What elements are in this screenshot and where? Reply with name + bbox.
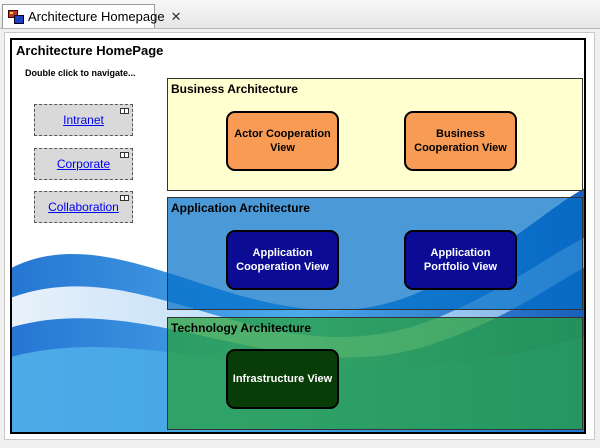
layer-title: Business Architecture (171, 82, 298, 96)
diagram-icon (8, 9, 24, 24)
link-corporate[interactable]: Corporate (34, 148, 133, 180)
link-intranet-label[interactable]: Intranet (63, 113, 104, 127)
link-collaboration-label[interactable]: Collaboration (48, 200, 119, 214)
diagram-canvas[interactable]: Architecture HomePage Double click to na… (4, 32, 595, 440)
close-icon[interactable]: ✕ (170, 8, 182, 24)
architecture-homepage-diagram: Architecture HomePage Double click to na… (10, 38, 586, 434)
link-intranet[interactable]: Intranet (34, 104, 133, 136)
node-label: Business Cooperation View (414, 128, 507, 154)
layer-title: Technology Architecture (171, 321, 312, 335)
node-label: Infrastructure View (232, 373, 333, 385)
link-corporate-label[interactable]: Corporate (56, 157, 111, 171)
business-cooperation-view-node[interactable]: Business Cooperation View (404, 111, 517, 171)
technology-architecture-layer: Technology Architecture Infrastructure V… (167, 317, 583, 430)
node-label: Actor Cooperation View (234, 128, 331, 154)
navigate-hint: Double click to navigate... (25, 68, 136, 78)
infrastructure-view-node[interactable]: Infrastructure View (226, 349, 339, 409)
link-collaboration[interactable]: Collaboration (34, 191, 133, 223)
editor-tab-bar: Architecture Homepage ✕ (0, 0, 600, 29)
business-architecture-layer: Business Architecture Actor Cooperation … (167, 78, 583, 191)
link-icon (120, 195, 129, 201)
application-portfolio-view-node[interactable]: Application Portfolio View (404, 230, 517, 290)
node-label: Application Portfolio View (423, 247, 498, 273)
tab-label: Architecture Homepage (28, 9, 165, 24)
application-cooperation-view-node[interactable]: Application Cooperation View (226, 230, 339, 290)
layer-title: Application Architecture (171, 201, 310, 215)
link-icon (120, 152, 129, 158)
tab-architecture-homepage[interactable]: Architecture Homepage ✕ (2, 4, 181, 28)
link-icon (120, 108, 129, 114)
application-architecture-layer: Application Architecture Application Coo… (167, 197, 583, 310)
diagram-title: Architecture HomePage (16, 43, 164, 58)
actor-cooperation-view-node[interactable]: Actor Cooperation View (226, 111, 339, 171)
node-label: Application Cooperation View (236, 247, 329, 273)
